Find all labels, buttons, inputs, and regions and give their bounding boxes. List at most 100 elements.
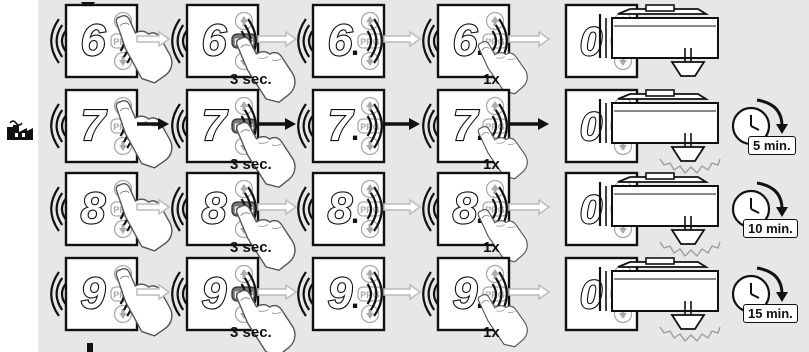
display-digit: 9 — [202, 269, 227, 318]
down-arrow-icon — [360, 51, 380, 71]
display-digit: 8 — [202, 184, 227, 233]
bulb — [670, 61, 706, 77]
rotation-arrow-head — [776, 124, 788, 134]
reset-digit: 0 — [580, 273, 602, 317]
reset-digit: 0 — [580, 20, 602, 64]
timer-label: 10 min. — [743, 219, 798, 238]
display-digit: 7 — [81, 101, 108, 150]
lamp-icon — [598, 89, 721, 175]
display-digit: 6 — [81, 16, 106, 65]
rotation-arrow-head — [776, 292, 788, 302]
step-arrow — [383, 30, 422, 48]
step-arrow-head — [409, 118, 420, 130]
light-rays — [659, 241, 721, 258]
decimal-point: . — [351, 29, 359, 62]
press-duration-label: 3 sec. — [230, 239, 272, 256]
up-arrow-icon — [234, 11, 254, 31]
press-count-label: 1x — [483, 324, 500, 341]
step-arrow — [257, 283, 298, 301]
clock-icon — [731, 181, 788, 229]
display-digit: 7 — [328, 101, 355, 150]
up-arrow-icon — [485, 96, 505, 116]
display-digit: 9 — [453, 269, 478, 318]
decimal-point: . — [351, 282, 359, 315]
step-arrow — [383, 198, 422, 216]
step-arrow — [136, 30, 171, 48]
step-arrow — [136, 198, 171, 216]
step-arrow-head — [158, 118, 169, 130]
press-duration-label: 3 sec. — [230, 156, 272, 173]
reset-digit: 0 — [580, 105, 602, 149]
display-digit: 9 — [81, 269, 106, 318]
down-arrow-icon — [360, 219, 380, 239]
step-arrow — [257, 198, 298, 216]
press-count-label: 1x — [483, 239, 500, 256]
lamp-icon — [598, 172, 721, 258]
up-arrow-icon — [485, 264, 505, 284]
step-arrow — [508, 30, 551, 48]
up-arrow-icon — [485, 179, 505, 199]
up-arrow-icon — [485, 11, 505, 31]
up-arrow-icon — [360, 264, 380, 284]
step-arrow — [508, 283, 551, 301]
display-digit: 8 — [328, 184, 353, 233]
display-digit: 6 — [328, 16, 353, 65]
bulb — [670, 146, 706, 162]
display-digit: 6 — [453, 16, 478, 65]
decimal-point: . — [351, 197, 359, 230]
step-arrow — [508, 198, 551, 216]
up-arrow-icon — [360, 96, 380, 116]
display-digit: 7 — [453, 101, 480, 150]
step-arrow — [383, 283, 422, 301]
press-count-label: 1x — [483, 71, 500, 88]
bulb — [670, 229, 706, 245]
display-digit: 8 — [453, 184, 478, 233]
press-duration-label: 3 sec. — [230, 324, 272, 341]
press-count-label: 1x — [483, 156, 500, 173]
bulb — [670, 314, 706, 330]
down-arrow-icon — [360, 304, 380, 324]
up-arrow-icon — [234, 179, 254, 199]
up-arrow-icon — [360, 11, 380, 31]
display-digit: 7 — [202, 101, 229, 150]
press-duration-label: 3 sec. — [230, 71, 272, 88]
down-arrow-icon — [360, 136, 380, 156]
display-digit: 8 — [81, 184, 106, 233]
decimal-point: . — [351, 114, 359, 147]
timer-label: 5 min. — [748, 136, 796, 155]
display-digit: 6 — [202, 16, 227, 65]
light-rays — [659, 158, 721, 175]
light-rays — [659, 326, 721, 343]
display-digit: 9 — [328, 269, 353, 318]
bottom-marker-bar — [87, 343, 93, 352]
step-arrow — [257, 30, 298, 48]
step-arrow-head — [285, 118, 296, 130]
factory-icon — [7, 120, 33, 140]
lamp-icon — [598, 257, 721, 343]
reset-digit: 0 — [580, 188, 602, 232]
step-arrow-head — [538, 118, 549, 130]
step-arrow — [136, 283, 171, 301]
up-arrow-icon — [360, 179, 380, 199]
timer-label: 15 min. — [743, 304, 798, 323]
lamp-icon — [598, 4, 719, 77]
